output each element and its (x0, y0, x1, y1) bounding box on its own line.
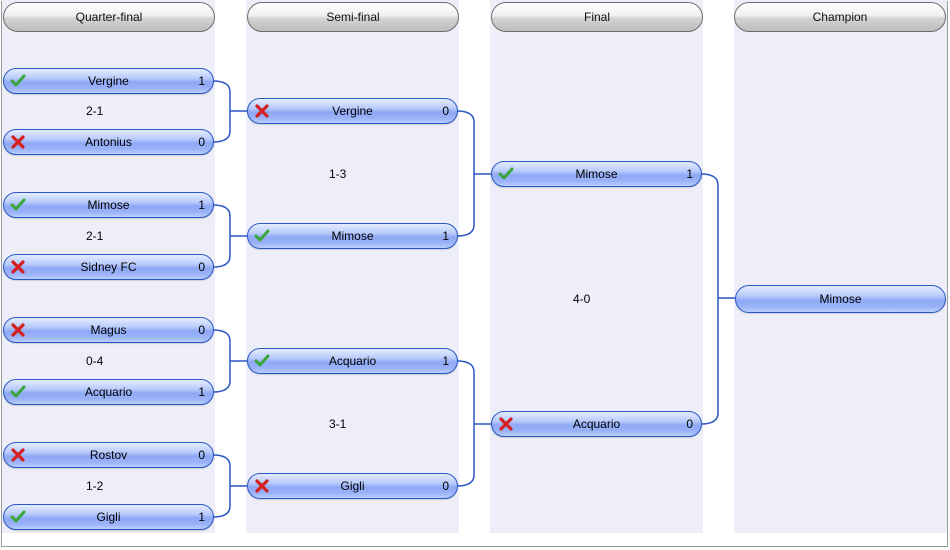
qf4-bottom-team[interactable]: Gigli 1 (3, 504, 214, 530)
connector-sf2 (456, 360, 475, 487)
header-final: Final (491, 2, 703, 32)
win-check-icon (10, 510, 26, 523)
team-name: Acquario (84, 385, 133, 399)
connector-final (700, 173, 719, 425)
column-semi-final (246, 0, 459, 533)
team-name: Rostov (89, 448, 128, 462)
sf1-bottom-team[interactable]: Mimose 1 (247, 223, 458, 249)
win-check-icon (254, 229, 270, 242)
win-check-icon (10, 385, 26, 398)
header-champion: Champion (734, 2, 946, 32)
team-score: 1 (198, 74, 205, 88)
team-name: Vergine (332, 104, 373, 118)
column-champion (734, 0, 947, 533)
sf1-top-team[interactable]: Vergine 0 (247, 98, 458, 124)
team-score: 1 (686, 167, 693, 181)
team-name: Mimose (331, 229, 374, 243)
win-check-icon (10, 74, 26, 87)
connector-sf1 (456, 110, 475, 237)
team-name: Antonius (85, 135, 132, 149)
loss-cross-icon (255, 479, 269, 493)
loss-cross-icon (255, 104, 269, 118)
team-score: 1 (442, 229, 449, 243)
team-score: 1 (198, 510, 205, 524)
win-check-icon (254, 354, 270, 367)
team-score: 0 (198, 323, 205, 337)
qf2-bottom-team[interactable]: Sidney FC 0 (3, 254, 214, 280)
team-name: Magus (90, 323, 127, 337)
team-score: 0 (442, 104, 449, 118)
header-semi-final: Semi-final (247, 2, 459, 32)
team-name: Vergine (88, 74, 129, 88)
loss-cross-icon (11, 260, 25, 274)
team-name: Mimose (575, 167, 618, 181)
champion-name: Mimose (819, 292, 862, 306)
champion-team[interactable]: Mimose (735, 285, 946, 313)
team-score: 1 (198, 385, 205, 399)
qf1-result: 2-1 (86, 104, 104, 118)
team-score: 1 (198, 198, 205, 212)
team-name: Gigli (96, 510, 121, 524)
win-check-icon (498, 167, 514, 180)
connector-qf2 (212, 204, 231, 268)
team-name: Acquario (328, 354, 377, 368)
team-name: Mimose (87, 198, 130, 212)
qf3-result: 0-4 (86, 354, 104, 368)
final-result: 4-0 (573, 292, 591, 306)
team-score: 0 (198, 260, 205, 274)
loss-cross-icon (11, 323, 25, 337)
qf1-bottom-team[interactable]: Antonius 0 (3, 129, 214, 155)
qf2-result: 2-1 (86, 229, 104, 243)
team-score: 0 (198, 135, 205, 149)
column-final (490, 0, 703, 533)
header-quarter-final: Quarter-final (3, 2, 215, 32)
team-score: 0 (442, 479, 449, 493)
team-score: 1 (442, 354, 449, 368)
qf4-top-team[interactable]: Rostov 0 (3, 442, 214, 468)
team-name: Acquario (572, 417, 621, 431)
qf2-top-team[interactable]: Mimose 1 (3, 192, 214, 218)
connector-qf1 (212, 80, 231, 143)
loss-cross-icon (499, 417, 513, 431)
team-name: Sidney FC (80, 260, 137, 274)
team-score: 0 (686, 417, 693, 431)
loss-cross-icon (11, 135, 25, 149)
connector-qf4 (212, 454, 231, 518)
team-score: 0 (198, 448, 205, 462)
qf3-top-team[interactable]: Magus 0 (3, 317, 214, 343)
final-top-team[interactable]: Mimose 1 (491, 161, 702, 187)
qf3-bottom-team[interactable]: Acquario 1 (3, 379, 214, 405)
loss-cross-icon (11, 448, 25, 462)
sf1-result: 1-3 (329, 167, 347, 181)
win-check-icon (10, 198, 26, 211)
qf1-top-team[interactable]: Vergine 1 (3, 68, 214, 94)
final-bottom-team[interactable]: Acquario 0 (491, 411, 702, 437)
sf2-top-team[interactable]: Acquario 1 (247, 348, 458, 374)
sf2-bottom-team[interactable]: Gigli 0 (247, 473, 458, 499)
connector-qf3 (212, 329, 231, 393)
sf2-result: 3-1 (329, 417, 347, 431)
qf4-result: 1-2 (86, 479, 104, 493)
team-name: Gigli (340, 479, 365, 493)
